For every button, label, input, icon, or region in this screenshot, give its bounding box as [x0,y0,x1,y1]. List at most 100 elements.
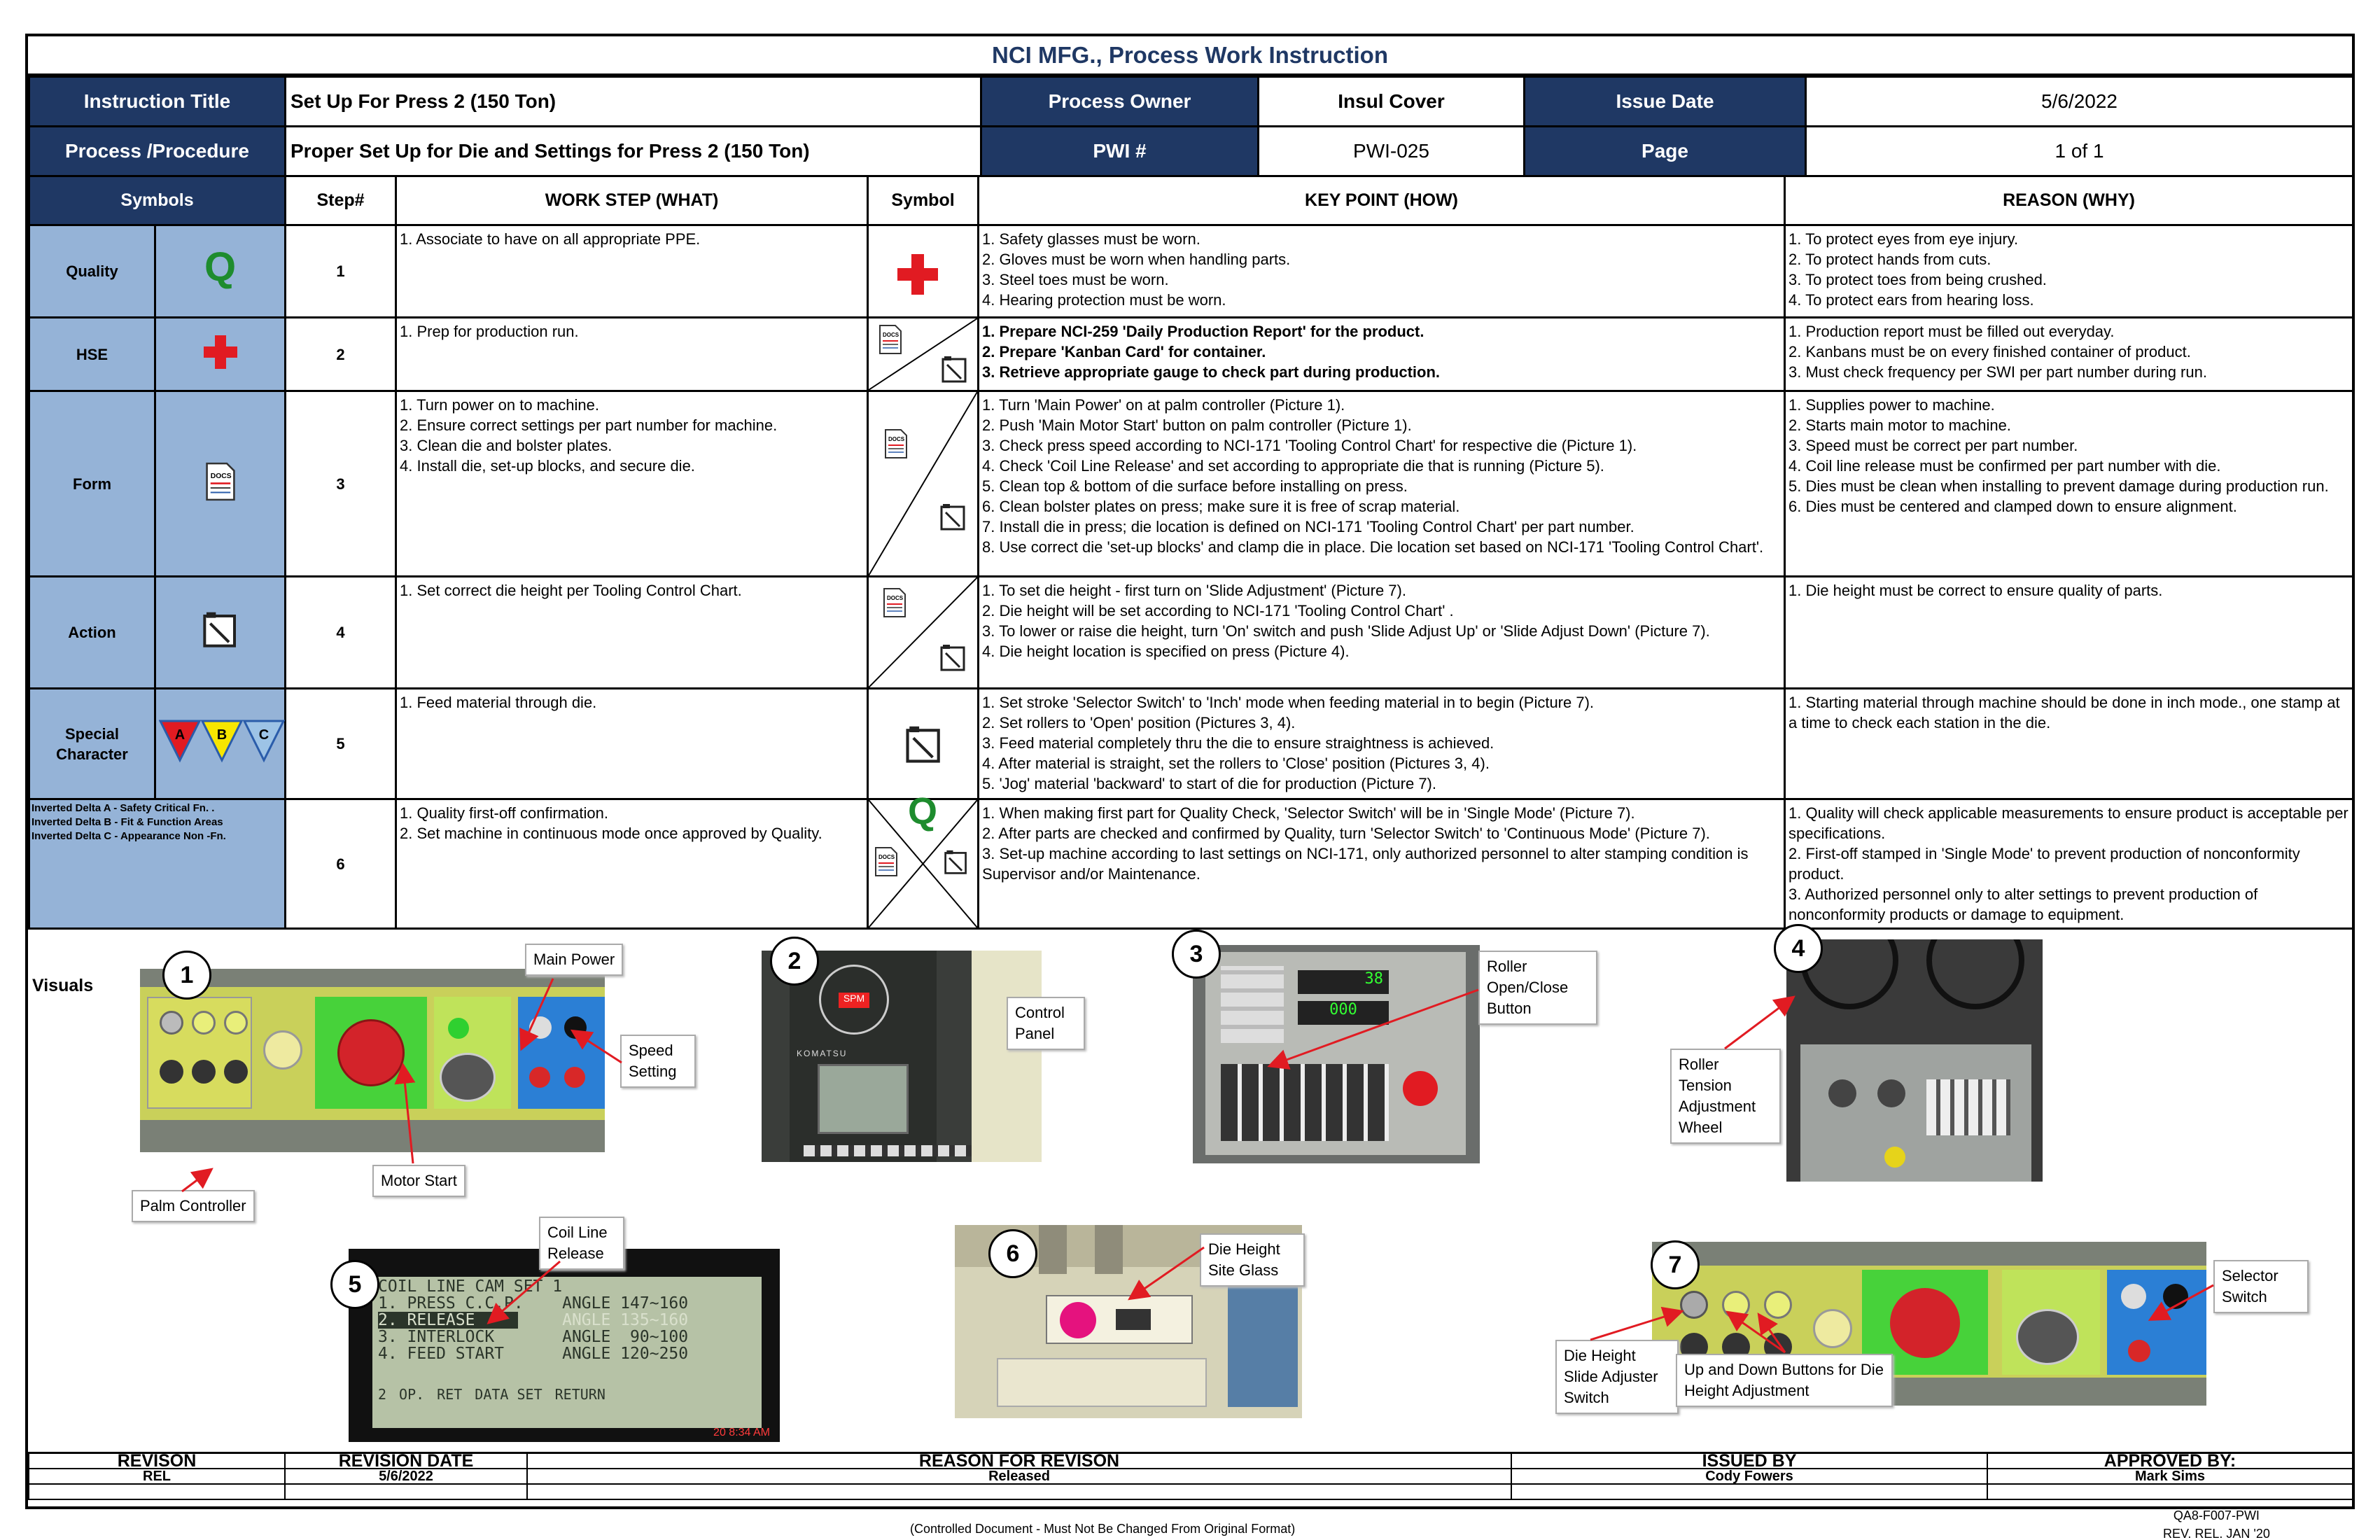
picture-number: 1 [162,951,211,1000]
form-symbol: DOCS [153,390,287,578]
docs-form-icon: DOCS [205,462,235,500]
delta-a-label: A [175,727,185,743]
callout-coil-line-release: Coil Line Release [539,1217,624,1270]
step-3-symbol: DOCS [867,390,980,578]
form-number: QA8-F007-PWI REV. REL. JAN '20 [2163,1506,2270,1540]
svg-text:DOCS: DOCS [878,854,895,860]
step-5-what: 1. Feed material through die. [395,687,869,800]
photo-4-roller-tension [1786,939,2043,1182]
step-5-symbol [867,687,980,800]
work-instruction-sheet: NCI MFG., Process Work Instruction Instr… [25,34,2355,1509]
hse-cross-icon [897,254,939,295]
process-label: Process /Procedure [28,125,286,177]
step-1-what: 1. Associate to have on all appropriate … [395,224,869,318]
picture-number: 7 [1651,1240,1700,1289]
svg-text:DOCS: DOCS [887,595,904,601]
callout-up-down-buttons: Up and Down Buttons for Die Height Adjus… [1676,1354,1893,1407]
revision-cell: 5/6/2022 [284,1468,528,1485]
photo-3-display-top: 38 [1298,970,1389,994]
picture-number: 6 [988,1229,1037,1278]
step-1-how: 1. Safety glasses must be worn.2. Gloves… [977,224,1786,318]
step-3-how: 1. Turn 'Main Power' on at palm controll… [977,390,1786,578]
instruction-title: Set Up For Press 2 (150 Ton) [284,76,982,127]
step-4-why: 1. Die height must be correct to ensure … [1784,575,2355,690]
callout-control-panel: Control Panel [1007,997,1085,1050]
screen-title: COIL LINE CAM SET 1 [378,1278,563,1296]
step-6-symbol: Q DOCS [867,790,980,930]
revision-cell: REL [28,1468,286,1485]
revision-table: REVISON REVISION DATE REASON FOR REVISON… [28,1452,2353,1500]
step-6-why: 1. Quality will check applicable measure… [1784,798,2355,930]
callout-die-height-switch: Die Height Slide Adjuster Switch [1555,1340,1679,1414]
quality-symbol: Q [153,224,287,318]
action-notepad-icon [906,726,940,763]
col-step: Step# [284,175,398,226]
hse-symbol [153,316,287,392]
photo-2-brand: KOMATSU [797,1049,848,1058]
callout-selector-switch: Selector Switch [2213,1260,2309,1313]
step-1-why: 1. To protect eyes from eye injury.2. To… [1784,224,2355,318]
screen-row: 3. INTERLOCK ANGLE 90~100 [378,1328,689,1346]
symbol-action-label: Action [28,575,156,690]
step-3-why: 1. Supplies power to machine.2. Starts m… [1784,390,2355,578]
callout-roller-tension: Roller Tension Adjustment Wheel [1670,1049,1781,1144]
revision-header: REASON FOR REVISON [526,1452,1512,1469]
action-symbol [153,575,287,690]
step-3-what: 1. Turn power on to machine.2. Ensure co… [395,390,869,578]
step-6-what: 1. Quality first-off confirmation.2. Set… [395,798,869,930]
delta-c-label: C [259,727,269,743]
picture-number: 4 [1774,924,1823,973]
revision-header: APPROVED BY: [1987,1452,2353,1469]
action-notepad-icon [202,612,236,648]
screen-row: 4. FEED START ANGLE 120~250 [378,1345,689,1363]
screen-timestamp: 20 8:34 AM [713,1427,770,1438]
issue-date-label: Issue Date [1523,76,1807,127]
step-4-how: 1. To set die height - first turn on 'Sl… [977,575,1786,690]
picture-number: 2 [770,937,819,986]
screen-row: 1. PRESS C.C.P. ANGLE 147~160 [378,1294,689,1312]
docs-form-icon: DOCS [883,588,906,617]
symbol-form-label: Form [28,390,156,578]
col-symbol: Symbol [867,175,980,226]
step-number: 5 [284,687,398,800]
hse-cross-icon [203,335,237,369]
screen-row: 2. RELEASE ANGLE 135~160 [378,1312,756,1329]
callout-palm-controller: Palm Controller [132,1190,255,1222]
document-title: NCI MFG., Process Work Instruction [28,36,2352,76]
header-table: Instruction Title Set Up For Press 2 (15… [28,76,2354,177]
step-number: 6 [284,798,398,930]
visuals-label: Visuals [32,976,94,995]
step-4-what: 1. Set correct die height per Tooling Co… [395,575,869,690]
inverted-delta-icons: A B C [158,720,286,763]
symbol-quality-label: Quality [28,224,156,318]
quality-q-icon: Q [204,244,237,290]
symbol-special-label: Special Character [28,687,156,800]
step-number: 1 [284,224,398,318]
callout-die-height-glass: Die Height Site Glass [1200,1233,1305,1287]
photo-5-coil-line-screen: COIL LINE CAM SET 1 1. PRESS C.C.P. ANGL… [349,1249,780,1442]
step-6-how: 1. When making first part for Quality Ch… [977,798,1786,930]
step-2-how: 1. Prepare NCI-259 'Daily Production Rep… [977,316,1786,392]
delta-b-label: B [217,727,227,743]
action-notepad-icon [940,504,965,531]
col-reason: REASON (WHY) [1784,175,2355,226]
screen-button: OP. [399,1386,425,1403]
revision-cell: Cody Fowers [1511,1468,1988,1485]
docs-form-icon: DOCS [885,429,908,458]
revision-cell: Mark Sims [1987,1468,2353,1485]
callout-speed-setting: Speed Setting [620,1035,696,1088]
process-value: Proper Set Up for Die and Settings for P… [284,125,982,177]
symbol-hse-label: HSE [28,316,156,392]
quality-q-icon: Q [908,790,938,832]
col-key-point: KEY POINT (HOW) [977,175,1786,226]
delta-legend: Inverted Delta A - Safety Critical Fn. .… [27,798,287,930]
screen-button: RET [437,1386,463,1403]
callout-motor-start: Motor Start [372,1165,465,1197]
pwi-label: PWI # [980,125,1259,177]
screen-button: 2 [378,1386,387,1403]
col-symbols: Symbols [27,175,287,226]
controlled-document-note: (Controlled Document - Must Not Be Chang… [910,1522,1296,1536]
form-revision-text: REV. REL. JAN '20 [2163,1527,2270,1540]
screen-button: RETURN [554,1386,606,1403]
step-number: 3 [284,390,398,578]
